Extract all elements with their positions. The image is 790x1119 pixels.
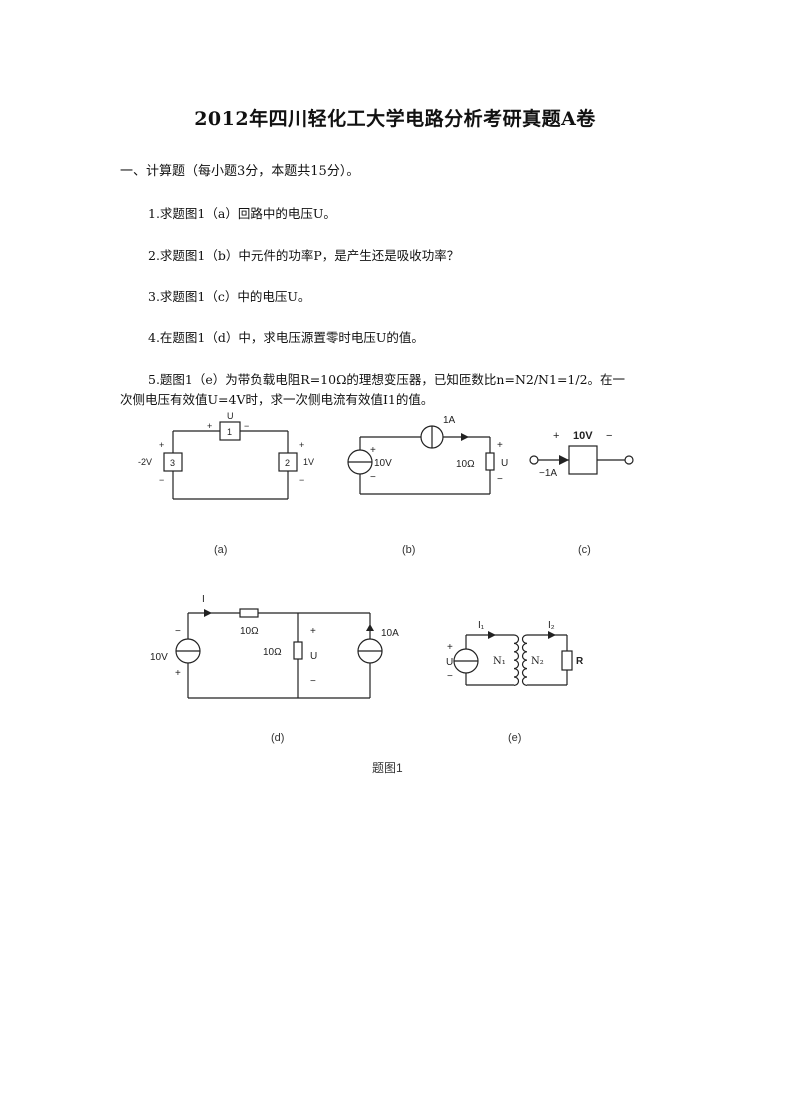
resistor-10ohm — [485, 452, 495, 471]
fig-d-r2-label: 10Ω — [263, 647, 282, 658]
element-2-box — [278, 452, 298, 472]
fig-e-u-label: U — [446, 657, 453, 668]
fig-e-i2-label: I₂ — [548, 620, 555, 631]
fig-e-i1-label: I₁ — [478, 620, 485, 631]
fig-d-current-label: 10A — [381, 628, 399, 639]
fig-a-plus: + — [159, 440, 164, 450]
fig-d-plus: + — [310, 626, 316, 637]
fig-d-u-label: U — [310, 651, 317, 662]
fig-b-plus: + — [370, 445, 376, 456]
fig-a-element-3: 3 — [170, 458, 175, 468]
fig-a-minus: − — [159, 475, 164, 485]
fig-b-u-label: U — [501, 458, 508, 469]
fig-c-plus: + — [553, 430, 559, 442]
fig-a-element-2: 2 — [285, 458, 290, 468]
arrow-icon — [204, 609, 212, 617]
fig-b-resistor-label: 10Ω — [456, 459, 475, 470]
figure-d-circuit — [175, 608, 383, 699]
caption-c: (c) — [578, 544, 591, 556]
fig-b-current-label: 1A — [443, 415, 456, 426]
fig-d-plus: + — [175, 668, 181, 679]
fig-a-minus: − — [244, 421, 249, 431]
fig-b-plus: + — [497, 440, 503, 451]
fig-c-minus: − — [606, 430, 612, 442]
fig-d-minus: − — [175, 626, 181, 637]
fig-c-current-label: −1A — [539, 468, 557, 479]
figure-caption: 题图1 — [372, 761, 403, 775]
figure-b-circuit — [347, 425, 495, 495]
question-5: 5.题图1（e）为带负载电阻R=10Ω的理想变压器，已知匝数比n=N2/N1=1… — [148, 372, 626, 387]
fig-a-plus: + — [299, 440, 304, 450]
fig-e-minus: − — [447, 671, 453, 682]
fig-a-minus: − — [299, 475, 304, 485]
arrow-icon — [461, 433, 469, 441]
secondary-coil — [521, 634, 528, 686]
terminal-left-icon — [529, 455, 539, 465]
caption-a: (a) — [214, 544, 227, 556]
fig-a-element-1: 1 — [227, 427, 232, 437]
fig-d-r1-label: 10Ω — [240, 626, 259, 637]
question-2: 2.求题图1（b）中元件的功率P，是产生还是吸收功率？ — [148, 248, 460, 263]
figure-a-circuit — [163, 421, 298, 500]
caption-b: (b) — [402, 544, 415, 556]
caption-e: (e) — [508, 732, 521, 744]
arrow-icon — [366, 624, 374, 631]
question-3: 3.求题图1（c）中的电压U。 — [148, 289, 311, 304]
resistor-series — [239, 608, 259, 618]
arrow-icon — [488, 631, 496, 639]
fig-a-u-label: U — [227, 411, 234, 421]
fig-e-plus: + — [447, 642, 453, 653]
fig-b-voltage-label: 10V — [374, 458, 392, 469]
fig-a-v3: -2V — [138, 457, 152, 467]
fig-e-n2-label: N₂ — [531, 656, 544, 667]
fig-e-n1-label: N₁ — [493, 656, 506, 667]
element-3-box — [163, 452, 183, 472]
fig-c-voltage-label: 10V — [573, 430, 593, 442]
figure-c-element — [529, 445, 634, 475]
section-heading: 一、计算题（每小题3分，本题共15分）。 — [120, 164, 360, 179]
figure-e-transformer — [453, 634, 573, 686]
fig-b-minus: − — [370, 472, 376, 483]
element-1-box — [219, 421, 241, 441]
fig-b-minus: − — [497, 474, 503, 485]
fig-d-voltage-label: 10V — [150, 652, 168, 663]
primary-coil — [513, 634, 520, 686]
fig-a-plus: + — [207, 421, 212, 431]
question-1: 1.求题图1（a）回路中的电压U。 — [148, 206, 336, 221]
question-4: 4.在题图1（d）中，求电压源置零时电压U的值。 — [148, 330, 424, 345]
fig-e-r-label: R — [576, 656, 584, 667]
resistor-shunt — [293, 641, 303, 660]
terminal-right-icon — [624, 455, 634, 465]
arrow-icon — [548, 631, 556, 639]
element-box — [568, 445, 598, 475]
fig-a-v2: 1V — [303, 457, 314, 467]
question-5-continuation: 次侧电压有效值U=4V时，求一次侧电流有效值I1的值。 — [120, 392, 434, 407]
fig-d-minus: − — [310, 676, 316, 687]
caption-d: (d) — [271, 732, 284, 744]
arrow-icon — [559, 455, 569, 465]
fig-d-i-label: I — [202, 594, 205, 605]
load-resistor — [561, 650, 573, 671]
document-title: 2012年四川轻化工大学电路分析考研真题A卷 — [194, 108, 596, 130]
